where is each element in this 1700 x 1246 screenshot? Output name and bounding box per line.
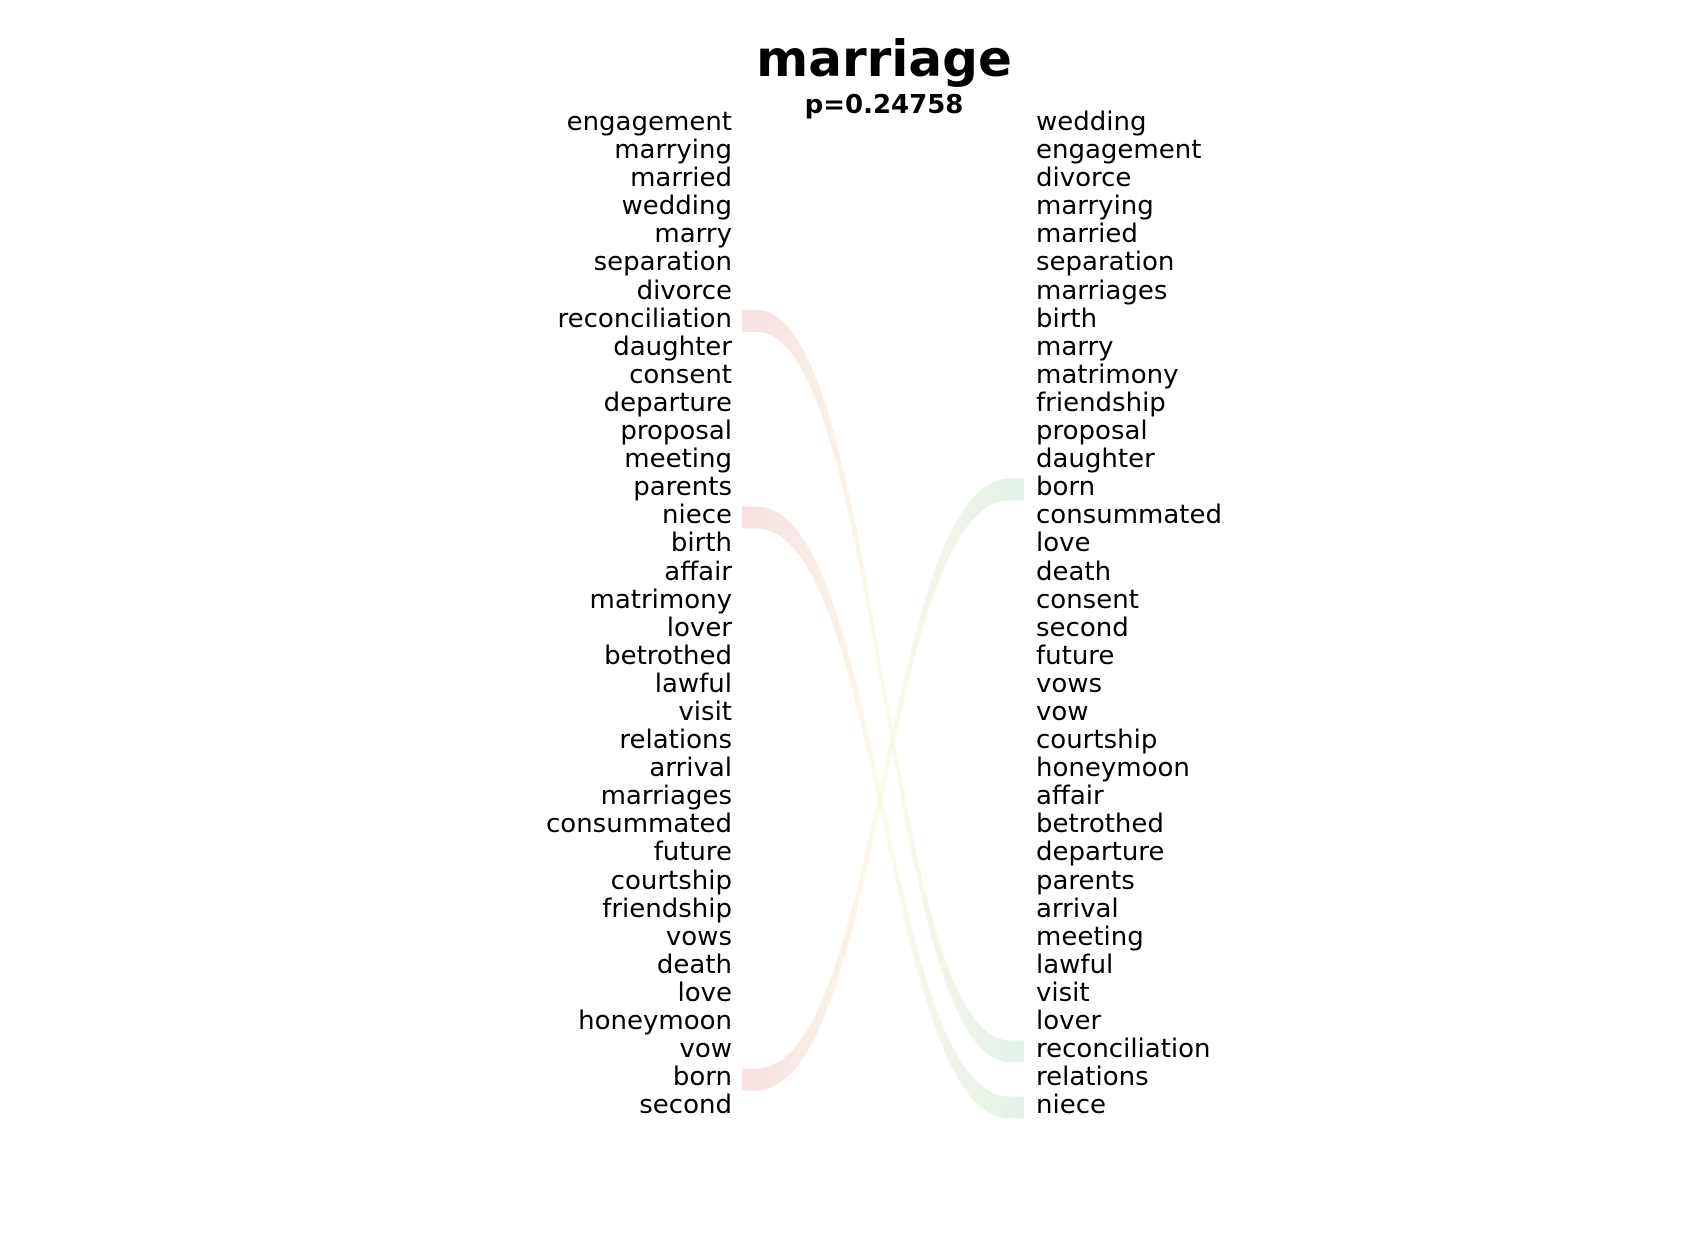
right-word: separation <box>1036 247 1175 278</box>
right-word: birth <box>1036 303 1098 334</box>
right-word: consent <box>1036 584 1139 615</box>
right-word: reconciliation <box>1036 1034 1211 1065</box>
right-word: love <box>1036 528 1091 559</box>
right-word: honeymoon <box>1036 753 1190 784</box>
left-word: lover <box>666 612 732 643</box>
right-word: matrimony <box>1036 359 1179 390</box>
right-word: betrothed <box>1036 809 1164 840</box>
right-word: lawful <box>1036 949 1114 980</box>
right-word: marry <box>1036 331 1114 362</box>
left-word: visit <box>678 696 732 727</box>
left-word: second <box>639 1090 732 1121</box>
left-word: relations <box>619 725 732 756</box>
left-word: parents <box>633 472 732 503</box>
rank-link-born <box>742 478 1024 1091</box>
left-word: lawful <box>654 668 732 699</box>
left-word: death <box>656 949 732 980</box>
left-word: future <box>653 837 732 868</box>
left-word: arrival <box>649 753 732 784</box>
right-word: vows <box>1036 668 1103 699</box>
left-word: divorce <box>636 275 732 306</box>
right-word: engagement <box>1036 135 1202 166</box>
right-word: niece <box>1036 1090 1106 1121</box>
right-word: wedding <box>1036 107 1147 137</box>
right-word: death <box>1036 556 1112 587</box>
left-word: niece <box>662 500 732 531</box>
left-word: wedding <box>621 191 732 222</box>
right-word: married <box>1036 219 1138 250</box>
right-word: proposal <box>1036 416 1148 447</box>
left-word: betrothed <box>604 640 732 671</box>
right-word: marrying <box>1036 191 1154 222</box>
right-word: daughter <box>1036 444 1155 475</box>
left-word: marriages <box>600 781 732 812</box>
right-word: departure <box>1036 837 1165 868</box>
left-word: birth <box>670 528 732 559</box>
left-word: honeymoon <box>578 1006 732 1036</box>
right-word: visit <box>1036 977 1090 1008</box>
left-word: separation <box>593 247 732 278</box>
left-word: affair <box>664 556 732 587</box>
left-word: born <box>672 1062 732 1093</box>
right-word: relations <box>1036 1062 1149 1093</box>
right-word: born <box>1036 472 1096 503</box>
left-word: engagement <box>566 107 732 137</box>
p-value-subtitle: p=0.24758 <box>804 90 964 120</box>
left-word: love <box>677 977 732 1008</box>
right-word: parents <box>1036 865 1135 896</box>
left-word: vow <box>679 1034 732 1065</box>
left-word: vows <box>665 921 732 952</box>
rank-link-reconciliation <box>742 309 1024 1063</box>
left-word: consummated <box>546 809 732 840</box>
right-word: marriages <box>1036 275 1168 306</box>
left-word: proposal <box>620 416 732 447</box>
left-word: married <box>630 163 732 194</box>
left-word: daughter <box>613 331 732 362</box>
left-word: courtship <box>610 865 732 896</box>
right-word: second <box>1036 612 1129 643</box>
rank-link-niece <box>742 506 1024 1119</box>
left-word: reconciliation <box>557 303 733 334</box>
chart-title: marriage <box>756 30 1012 88</box>
right-word: divorce <box>1036 163 1132 194</box>
right-word: lover <box>1036 1006 1102 1036</box>
right-word: friendship <box>1036 387 1166 418</box>
left-word: matrimony <box>589 584 732 615</box>
right-word: affair <box>1036 781 1104 812</box>
left-word: friendship <box>602 893 732 924</box>
left-word: departure <box>603 387 732 418</box>
left-word: marry <box>654 219 732 250</box>
right-word: meeting <box>1036 921 1144 952</box>
right-word: vow <box>1036 696 1089 727</box>
right-word: consummated <box>1036 500 1222 531</box>
left-word: marrying <box>614 135 732 166</box>
left-word: meeting <box>624 444 732 475</box>
right-word: courtship <box>1036 725 1158 756</box>
right-word: arrival <box>1036 893 1119 924</box>
left-word: consent <box>629 359 732 390</box>
right-word: future <box>1036 640 1115 671</box>
